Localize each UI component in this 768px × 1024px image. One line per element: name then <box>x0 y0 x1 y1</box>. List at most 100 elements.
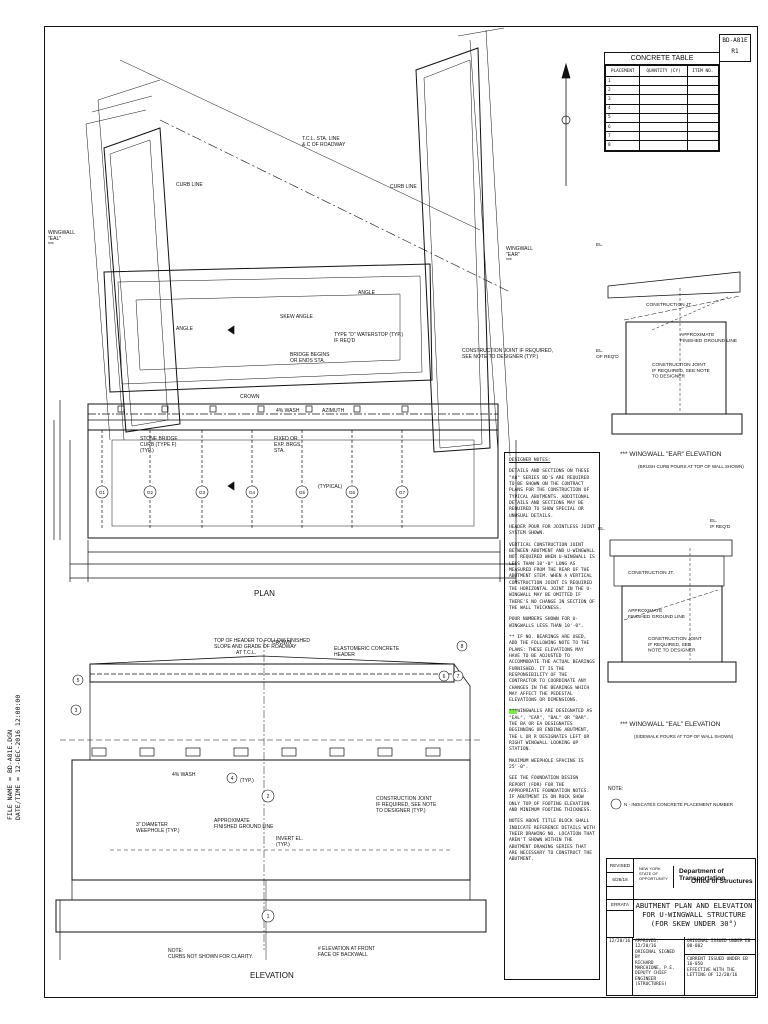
office-name: Office of Structures <box>691 878 753 885</box>
drawing-sheet-border <box>44 26 758 998</box>
plan-bearing-marks <box>95 485 409 499</box>
table-row: 1 <box>604 75 720 87</box>
concrete-table-grid: PLACEMENT QUANTITY (CY) ITEM NO. 1 2 3 4… <box>604 65 720 151</box>
designer-notes-heading: DESIGNER NOTES: <box>509 458 551 463</box>
label-typical: (TYPICAL) <box>318 484 343 490</box>
label-wash: 4% WASH <box>276 408 300 414</box>
note-5: ** IF NO. BEARINGS ARE USED, ADD THE FOL… <box>509 634 595 704</box>
revised-label: REVISED <box>607 859 633 873</box>
sheet-number: BD-A81E <box>722 37 748 44</box>
sheet-title-1: ABUTMENT PLAN AND ELEVATION <box>635 901 753 910</box>
label-elev-typ: (TYP.) <box>240 778 254 784</box>
legend-item: N - INDICATES CONCRETE PLACEMENT NUMBER <box>624 802 734 807</box>
placement-cell: 3 <box>604 94 641 105</box>
placement-mark-1: 1 <box>267 914 270 920</box>
label-at-tcl: AT T.C.L. <box>236 650 256 656</box>
ear-elevation-title: *** WINGWALL "EAR" ELEVATION <box>620 451 722 458</box>
bearing-mark-g4: G4 <box>249 490 256 495</box>
table-row: 2 <box>604 85 720 96</box>
sheet-title-2: FOR U-WINGWALL STRUCTURE <box>642 910 746 919</box>
eal-label-if-reqd: EL.IF REQ'D <box>710 518 731 530</box>
note-4: POUR NUMBERS SHOWN FOR U-WINGWALLS LESS … <box>509 617 584 629</box>
legend-note: NOTE: <box>608 786 623 792</box>
placement-mark-6: 6 <box>443 674 446 680</box>
eal-label-construction-jt: CONSTRUCTION JT. <box>628 570 674 576</box>
elevation-placement-marks <box>70 640 468 923</box>
ear-elevation-subtitle: (BRUSH CURB POURS AT TOP OF WALL SHOWN) <box>638 464 744 469</box>
sheet-number-box: BD-A81E R1 <box>719 34 751 62</box>
label-tcl-sta-line: T.C.L. STA. LINE& C OF ROADWAY <box>302 136 346 148</box>
current-issued: CURRENT ISSUED UNDER EB 16-050 EFFECTIVE… <box>687 957 748 979</box>
title-block: REVISED 6/28/18 NEW YORK STATE OF OPPORT… <box>606 858 756 996</box>
label-elev-wash: 4% WASH <box>172 772 196 778</box>
bearing-mark-g7: G7 <box>399 490 406 495</box>
label-curb-line-left: CURB LINE <box>176 182 203 188</box>
label-angle-2: ANGLE <box>358 290 376 296</box>
revised-date: 6/28/18 <box>607 873 633 887</box>
ear-elevation-view <box>607 271 743 435</box>
col-quantity: QUANTITY (CY) <box>639 65 688 77</box>
bearing-mark-g3: G3 <box>199 490 206 495</box>
placement-mark-5: 5 <box>77 678 80 684</box>
sheet-title: ABUTMENT PLAN AND ELEVATION FOR U-WINGWA… <box>633 899 755 940</box>
bearing-mark-g5: G5 <box>299 490 306 495</box>
elevation-title: ELEVATION <box>250 971 294 980</box>
table-row: 6 <box>604 121 720 133</box>
bearing-mark-g2: G2 <box>147 490 154 495</box>
note-7: MAXIMUM WEEPHOLE SPACING IS 25'-0". <box>509 758 584 771</box>
placement-cell: 4 <box>604 103 641 114</box>
bearing-pedestals <box>91 747 441 757</box>
nys-logo: NEW YORK STATE OF OPPORTUNITY <box>639 866 674 888</box>
col-placement: PLACEMENT <box>604 65 641 77</box>
concrete-table: CONCRETE TABLE PLACEMENT QUANTITY (CY) I… <box>604 52 720 152</box>
placement-mark-4: 4 <box>231 776 234 782</box>
label-waterstop: TYPE "D" WATERSTOP (TYP.)IF REQ'D <box>334 332 403 344</box>
label-construction-joint: CONSTRUCTION JOINT IF REQUIRED,SEE NOTE … <box>462 348 553 360</box>
ear-label-if-reqd: EL.OF REQ'D <box>596 348 619 360</box>
label-angle-1: ANGLE <box>176 326 194 332</box>
label-curb-line-right: CURB LINE <box>390 184 417 190</box>
note-9: NOTES ABOVE TITLE BLOCK SHALL INDICATE R… <box>509 819 595 863</box>
placement-mark-3: 3 <box>75 708 78 714</box>
table-row: 7 <box>604 131 720 142</box>
eal-elevation-title: *** WINGWALL "EAL" ELEVATION <box>620 721 721 728</box>
label-skew-angle: SKEW ANGLE <box>280 314 313 320</box>
department-box: NEW YORK STATE OF OPPORTUNITY Department… <box>633 859 755 900</box>
eal-label-el: EL. <box>598 526 605 532</box>
bearing-mark-g1: G1 <box>99 490 106 495</box>
eal-elevation-subtitle: (SIDEWALK POURS AT TOP OF WALL SHOWN) <box>634 734 734 739</box>
placement-cell: 5 <box>604 112 641 123</box>
note-1: DETAILS AND SECTIONS ON THESE "A8" SERIE… <box>509 469 590 519</box>
placement-mark-2: 2 <box>267 794 270 800</box>
placement-mark-7: 7 <box>457 674 460 680</box>
note-6: ***WINGWALLS ARE DESIGNATED AS "EAL", "E… <box>509 709 595 753</box>
highlight-stars: *** <box>509 709 518 715</box>
errata-label: ERRATA <box>607 899 633 911</box>
placement-cell: 1 <box>604 75 641 87</box>
note-2: HEADER POUR FOR JOINTLESS JOINT SYSTEM S… <box>509 524 595 537</box>
table-row: 3 <box>604 94 720 105</box>
table-row: 8 <box>604 140 720 151</box>
note-3: VERTICAL CONSTRUCTION JOINT BETWEEN ABUT… <box>509 542 595 611</box>
label-elev-crown: CROWN <box>272 640 292 646</box>
sheet-title-3: (FOR SKEW UNDER 30°) <box>650 919 738 928</box>
table-row: 4 <box>604 103 720 114</box>
placement-cell: 6 <box>604 121 641 133</box>
ear-label-construction-jt: CONSTRUCTION JT. <box>646 302 692 308</box>
placement-cell: 2 <box>604 85 641 96</box>
department-name: Department of Transportation <box>679 868 726 882</box>
label-wingwall-ear: WINGWALL"EAR"*** <box>506 246 533 264</box>
approval-text: APPROVED: 12/20/16 ORIGINAL SIGNED BY RI… <box>633 937 685 995</box>
concrete-table-title: CONCRETE TABLE <box>605 53 719 65</box>
approval-date: 12/20/16 <box>607 937 633 995</box>
sheet-revision: R1 <box>731 48 739 55</box>
approval-box: 12/20/16 APPROVED: 12/20/16 ORIGINAL SIG… <box>607 937 755 995</box>
